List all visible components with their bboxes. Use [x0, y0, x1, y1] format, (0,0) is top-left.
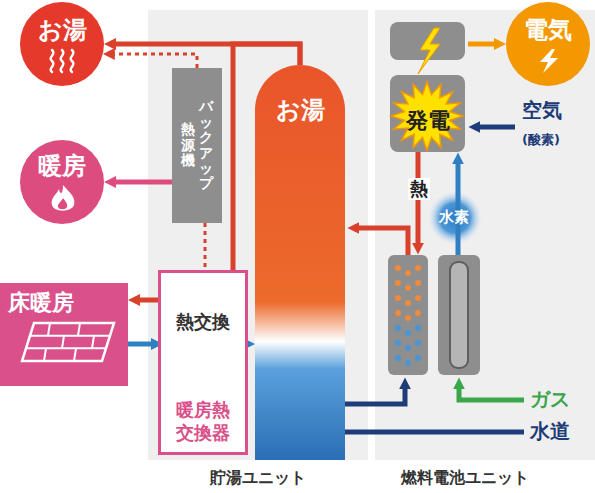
heat-dot [395, 355, 401, 361]
heat-dot [405, 270, 411, 276]
flow-connector [114, 44, 300, 65]
hydrogen-glow [428, 191, 482, 245]
flow-connector [128, 342, 153, 347]
reformer-box [438, 255, 480, 375]
air-label: 空気 [522, 98, 562, 122]
gas-arrow [459, 387, 524, 400]
node-text: お湯 [276, 95, 325, 125]
hot-water-arrow [357, 228, 408, 255]
reformer-tube [450, 262, 468, 368]
floor-heating-box: 床暖房 [0, 283, 128, 386]
fuel-cell-heat-exchanger [388, 255, 428, 375]
storage-unit: 貯湯ユニット バックアップ熱源機 お湯暖房熱交換器 熱交換 [148, 10, 368, 490]
hot-water-tank: お湯 [255, 65, 345, 460]
node-text: 電気 [524, 15, 572, 45]
bolt-icon [534, 48, 562, 74]
cell-stack-box [390, 75, 465, 152]
heat-dot [415, 340, 421, 346]
node-text: 床暖房 [8, 289, 74, 317]
heat-label: 熱 [408, 178, 430, 200]
electric-spark [418, 28, 440, 74]
heat-dot [415, 280, 421, 286]
storage-unit-panel [148, 10, 368, 460]
node-text: 暖房熱交換器 [173, 399, 232, 444]
node-text: バックアップ [199, 99, 213, 191]
power-starburst [391, 82, 463, 150]
heat-dot [415, 355, 421, 361]
water-label: 水道 [530, 419, 570, 443]
node-text: 発電 [406, 107, 450, 135]
heating-exchanger-box: 暖房熱交換器熱交換 [158, 270, 248, 455]
flow-connector [112, 54, 197, 68]
air-arrow [478, 125, 515, 130]
node-text: 貯湯ユニット [210, 468, 306, 488]
node-text: 熱交換 [176, 311, 230, 334]
node-text: お湯 [38, 15, 87, 45]
hot-water-circle: お湯 [20, 2, 104, 86]
heat-dot [405, 285, 411, 291]
hydrogen-label: 水素 [439, 208, 469, 226]
heat-dot [415, 295, 421, 301]
heat-dot [395, 295, 401, 301]
heat-dot [395, 265, 401, 271]
heating-circle: 暖房 [20, 140, 104, 224]
node-text: 燃料電池ユニット [401, 468, 529, 488]
flame-icon [46, 184, 78, 214]
heat-dot [395, 325, 401, 331]
floor-icon [20, 320, 116, 364]
steam-icon [44, 48, 80, 74]
heat-exchange-box: 熱交換 [163, 292, 243, 352]
heat-dot [415, 265, 421, 271]
heat-dot [415, 325, 421, 331]
heat-dot [395, 340, 401, 346]
gas-label: ガス [530, 387, 570, 411]
heat-dot [415, 310, 421, 316]
node-text: 暖房 [38, 151, 86, 181]
electricity-circle: 電気 [506, 2, 590, 86]
heat-dot [395, 310, 401, 316]
node-text: 熱源機 [181, 122, 195, 168]
heat-dots [395, 265, 421, 366]
backup-heater-box: バックアップ熱源機 [172, 68, 222, 223]
heat-dot [405, 360, 411, 366]
flow-connector [468, 42, 496, 47]
heat-dot [405, 300, 411, 306]
heat-dot [405, 345, 411, 351]
heat-dot [395, 280, 401, 286]
heat-dot [405, 330, 411, 336]
oxygen-label: (酸素) [522, 132, 560, 148]
flow-connector [114, 180, 172, 185]
heat-dot [405, 315, 411, 321]
power-generation: 発電 [388, 20, 468, 152]
